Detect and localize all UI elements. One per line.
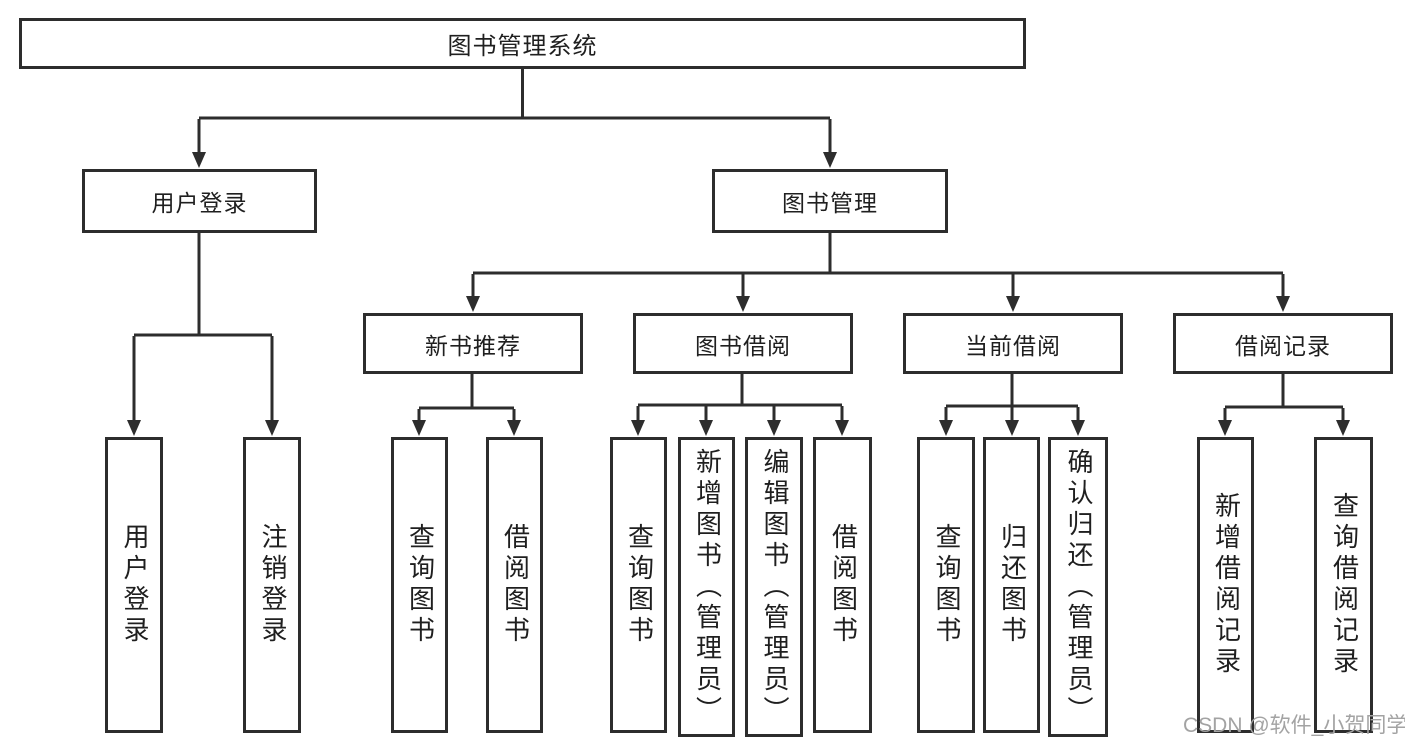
csdn-watermark: CSDN @软件_小贺同学 — [1183, 714, 1405, 737]
node-book-management-branch: 图书管理 — [712, 169, 948, 233]
node-current-borrowing: 当前借阅 — [903, 313, 1123, 374]
leaf-edit-books-admin: 编辑图书（管理员） — [745, 437, 803, 737]
leaf-query-books-current: 查询图书 — [917, 437, 975, 733]
node-root-system: 图书管理系统 — [19, 18, 1026, 69]
leaf-query-borrow-record: 查询借阅记录 — [1314, 437, 1373, 733]
node-borrowing-records: 借阅记录 — [1173, 313, 1393, 374]
node-new-book-recommend: 新书推荐 — [363, 313, 583, 374]
leaf-user-login: 用户登录 — [105, 437, 163, 733]
leaf-confirm-return-admin: 确认归还（管理员） — [1048, 437, 1108, 737]
node-user-login-branch: 用户登录 — [82, 169, 317, 233]
leaf-logout: 注销登录 — [243, 437, 301, 733]
leaf-return-books: 归还图书 — [983, 437, 1040, 733]
leaf-borrow-books: 借阅图书 — [813, 437, 872, 733]
leaf-query-books-recommend: 查询图书 — [391, 437, 448, 733]
leaf-query-books-borrowing: 查询图书 — [610, 437, 667, 733]
leaf-add-borrow-record: 新增借阅记录 — [1197, 437, 1254, 733]
node-book-borrowing: 图书借阅 — [633, 313, 853, 374]
leaf-borrow-books-recommend: 借阅图书 — [486, 437, 543, 733]
leaf-add-books-admin: 新增图书（管理员） — [678, 437, 735, 737]
